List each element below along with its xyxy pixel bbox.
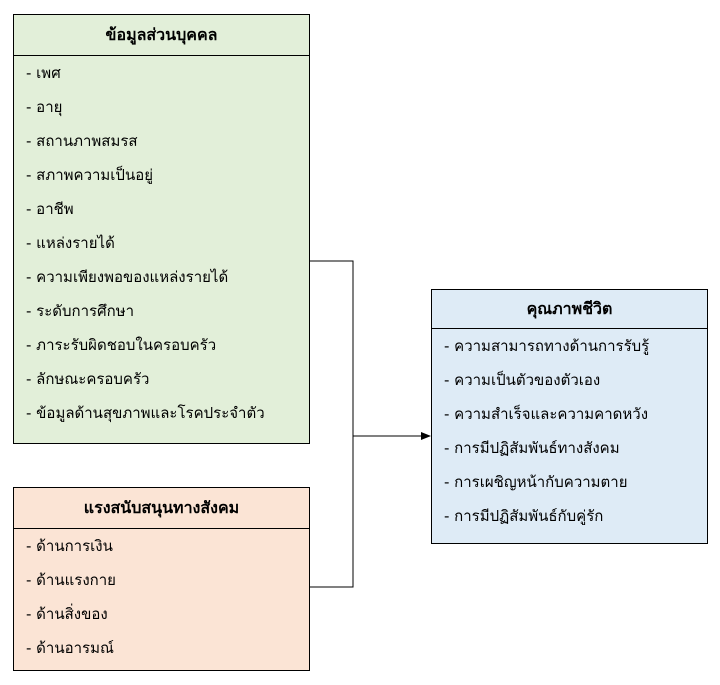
list-item: - แหล่งรายได้ <box>26 234 115 252</box>
list-item: - การเผชิญหน้ากับความตาย <box>444 473 628 491</box>
bracket-connector <box>310 260 354 588</box>
list-item: - การมีปฏิสัมพันธ์กับคู่รัก <box>444 507 604 525</box>
personal-info-list: - เพศ - อายุ - สถานภาพสมรส - สภาพความเป็… <box>14 56 309 430</box>
list-item: - การมีปฏิสัมพันธ์ทางสังคม <box>444 439 620 457</box>
quality-of-life-box: คุณภาพชีวิต - ความสามารถทางด้านการรับรู้… <box>431 289 708 544</box>
social-support-title: แรงสนับสนุนทางสังคม <box>14 488 309 529</box>
personal-info-title: ข้อมูลส่วนบุคคล <box>14 15 309 56</box>
list-item: - สถานภาพสมรส <box>26 132 138 150</box>
list-item: - อาชีพ <box>26 200 74 218</box>
personal-info-box: ข้อมูลส่วนบุคคล - เพศ - อายุ - สถานภาพสม… <box>13 14 310 444</box>
list-item: - ความเพียงพอของแหล่งรายได้ <box>26 268 229 286</box>
list-item: - ด้านอารมณ์ <box>26 639 114 657</box>
list-item: - ด้านสิ่งของ <box>26 605 108 623</box>
list-item: - ความสามารถทางด้านการรับรู้ <box>444 337 650 355</box>
list-item: - สภาพความเป็นอยู่ <box>26 166 154 184</box>
list-item: - ด้านการเงิน <box>26 537 113 555</box>
social-support-list: - ด้านการเงิน - ด้านแรงกาย - ด้านสิ่งของ… <box>14 529 309 665</box>
list-item: - อายุ <box>26 98 63 116</box>
list-item: - ความสำเร็จและความคาดหวัง <box>444 405 649 423</box>
quality-of-life-title: คุณภาพชีวิต <box>432 290 707 329</box>
list-item: - ระดับการศึกษา <box>26 302 135 320</box>
list-item: - ด้านแรงกาย <box>26 571 116 589</box>
list-item: - ลักษณะครอบครัว <box>26 370 150 388</box>
social-support-box: แรงสนับสนุนทางสังคม - ด้านการเงิน - ด้าน… <box>13 487 310 671</box>
list-item: - เพศ <box>26 64 61 82</box>
quality-of-life-list: - ความสามารถทางด้านการรับรู้ - ความเป็นต… <box>432 329 707 533</box>
list-item: - ความเป็นตัวของตัวเอง <box>444 371 601 389</box>
list-item: - ข้อมูลด้านสุขภาพและโรคประจำตัว <box>26 404 265 422</box>
list-item: - ภาระรับผิดชอบในครอบครัว <box>26 336 217 354</box>
